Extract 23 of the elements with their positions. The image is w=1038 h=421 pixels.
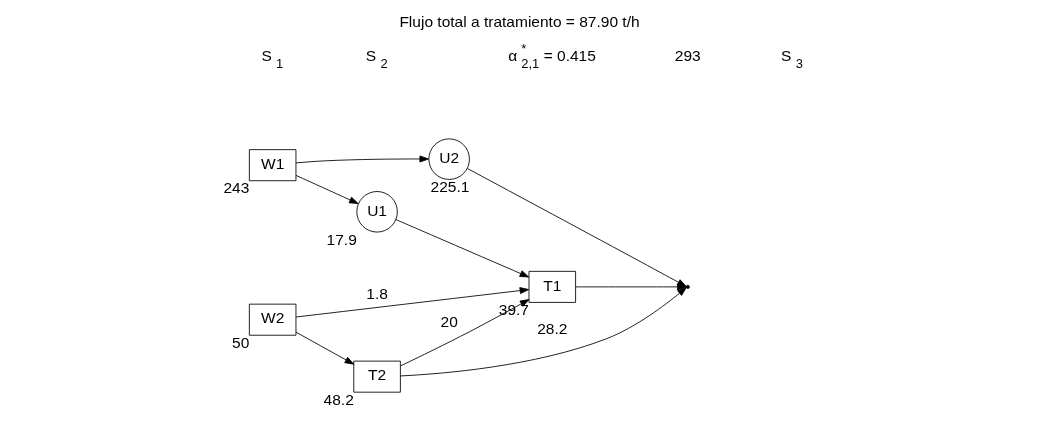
arrow [399, 299, 529, 367]
node-box: T1 [528, 270, 576, 303]
arrow [394, 219, 529, 278]
node-circle: U2 [427, 138, 470, 180]
node-label: 48.2 [323, 390, 354, 408]
node-box: W1 [248, 149, 296, 182]
arrow [295, 287, 529, 318]
node-label: 50 [231, 333, 249, 351]
label: 293 [674, 47, 701, 65]
arrow [295, 331, 354, 365]
node-box: T2 [352, 360, 401, 393]
edge-label: 28.2 [536, 319, 567, 337]
arrow [399, 283, 687, 377]
arrow [295, 175, 359, 205]
node-label: 243 [222, 179, 249, 197]
diagram-title: Flujo total a tratamiento = 87.90 t/h [398, 13, 640, 31]
node-label: 225.1 [430, 177, 469, 195]
arrow [295, 155, 429, 164]
edge-label: 1.8 [365, 285, 388, 303]
edge-label: 20 [440, 312, 458, 330]
node-label: 17.9 [326, 230, 357, 248]
node-circle: U1 [355, 191, 398, 233]
node-box: W2 [248, 303, 296, 336]
